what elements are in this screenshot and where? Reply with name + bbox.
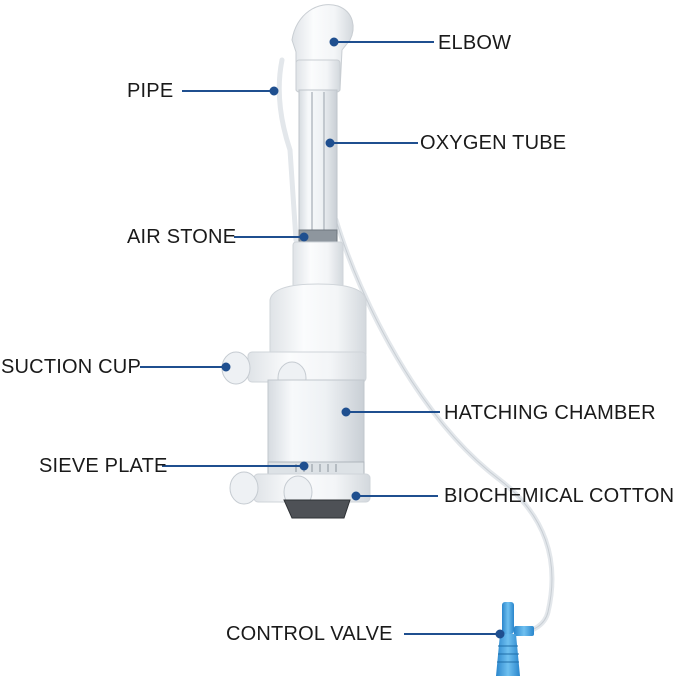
biochemical-cotton-part — [283, 499, 351, 519]
label-sieve-plate: SIEVE PLATE — [39, 455, 168, 477]
elbow-part — [291, 4, 354, 93]
control-valve-part — [496, 602, 534, 676]
label-oxygen-tube: OXYGEN TUBE — [420, 132, 567, 154]
suction-cup-upper — [221, 351, 367, 395]
label-suction-cup: SUCTION CUP — [1, 356, 141, 378]
hatching-chamber-part — [267, 379, 365, 469]
label-hatching-chamber: HATCHING CHAMBER — [444, 402, 656, 424]
label-elbow: ELBOW — [438, 32, 512, 54]
riser-pipe — [298, 89, 338, 233]
label-biochemical-cotton: BIOCHEMICAL COTTON — [444, 485, 675, 507]
label-pipe: PIPE — [127, 80, 174, 102]
label-air-stone: AIR STONE — [127, 226, 237, 248]
label-control-valve: CONTROL VALVE — [226, 623, 393, 645]
sieve-plate-part — [267, 461, 365, 475]
